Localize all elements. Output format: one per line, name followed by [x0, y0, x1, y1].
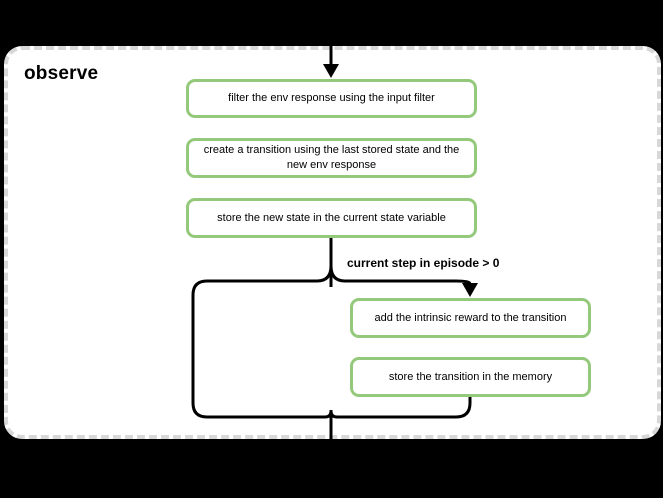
node-create-transition: create a transition using the last store… [186, 138, 477, 178]
node-filter-env-response: filter the env response using the input … [186, 79, 477, 118]
node-store-transition: store the transition in the memory [350, 357, 591, 397]
branch-condition-label: current step in episode > 0 [347, 256, 500, 270]
group-title: observe [24, 63, 99, 84]
node-store-new-state: store the new state in the current state… [186, 198, 477, 238]
node-add-intrinsic-reward: add the intrinsic reward to the transiti… [350, 298, 591, 338]
